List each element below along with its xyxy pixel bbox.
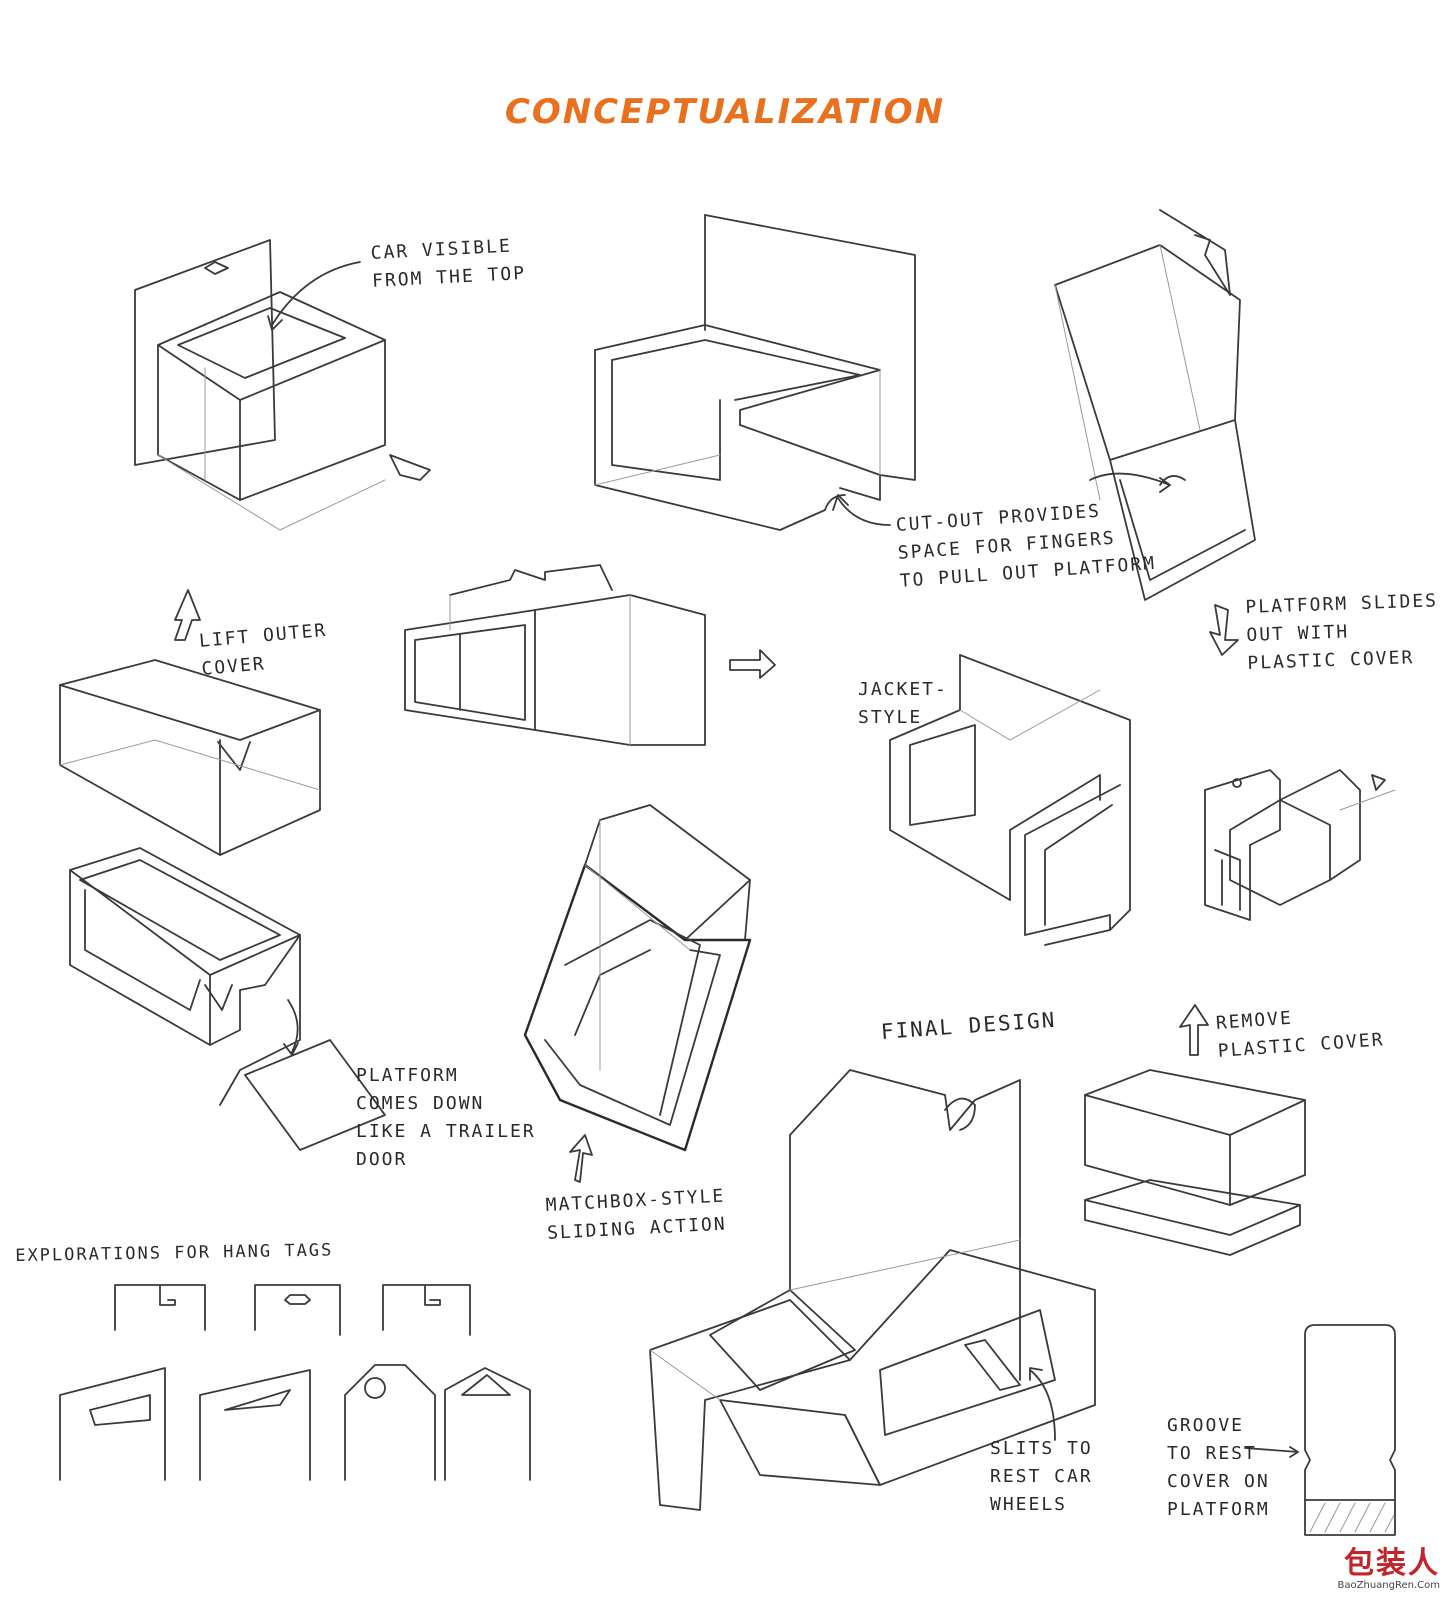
note-matchbox-style: Matchbox-stylesliding action bbox=[545, 1185, 728, 1244]
sketch-remove-plastic-cover bbox=[1084, 1004, 1306, 1256]
annotation-arrows bbox=[267, 261, 1171, 1441]
note-remove-plastic-cover: Removeplastic cover bbox=[1215, 1007, 1386, 1062]
sketch-tray-back-panel bbox=[594, 214, 916, 531]
sketch-trailer-door-tray bbox=[69, 847, 386, 1151]
sketch-matchbox-sliding bbox=[523, 804, 752, 1183]
sketch-jacket-style bbox=[889, 654, 1131, 946]
note-jacket-style: Jacket-style bbox=[858, 679, 948, 728]
sketch-groove-section bbox=[1244, 1324, 1396, 1536]
page-title: CONCEPTUALIZATION bbox=[504, 92, 946, 132]
note-groove: Grooveto restcover onplatform bbox=[1167, 1415, 1270, 1520]
note-car-visible: Car visiblefrom the top bbox=[370, 235, 527, 292]
note-slits: Slits torest carwheels bbox=[990, 1438, 1093, 1515]
watermark-logo-text: 包装人 bbox=[1344, 1546, 1440, 1581]
sketch-final-design bbox=[649, 1069, 1096, 1511]
hang-tag-explorations bbox=[59, 1284, 531, 1481]
watermark: 包装人 BaoZhuangRen.Com bbox=[1338, 1548, 1440, 1592]
sketch-sleeve-platform bbox=[1054, 209, 1256, 656]
note-lift-outer-cover: Lift outercover bbox=[198, 619, 328, 680]
note-platform-comes-down: Platformcomes downlike a trailerdoor bbox=[356, 1065, 536, 1170]
sketch-lift-outer-cover bbox=[59, 589, 321, 856]
sketch-front-window-box bbox=[404, 564, 776, 746]
watermark-url: BaoZhuangRen.Com bbox=[1337, 1580, 1440, 1591]
sketch-box-top-window bbox=[134, 239, 431, 531]
sketch-small-jacket-box bbox=[1204, 769, 1396, 921]
note-platform-slides: Platform slidesout withplastic cover bbox=[1245, 590, 1439, 674]
note-hang-tags: Explorations for hang tags bbox=[15, 1240, 334, 1266]
note-cut-out: Cut-out providesspace for fingersto pull… bbox=[895, 500, 1157, 592]
